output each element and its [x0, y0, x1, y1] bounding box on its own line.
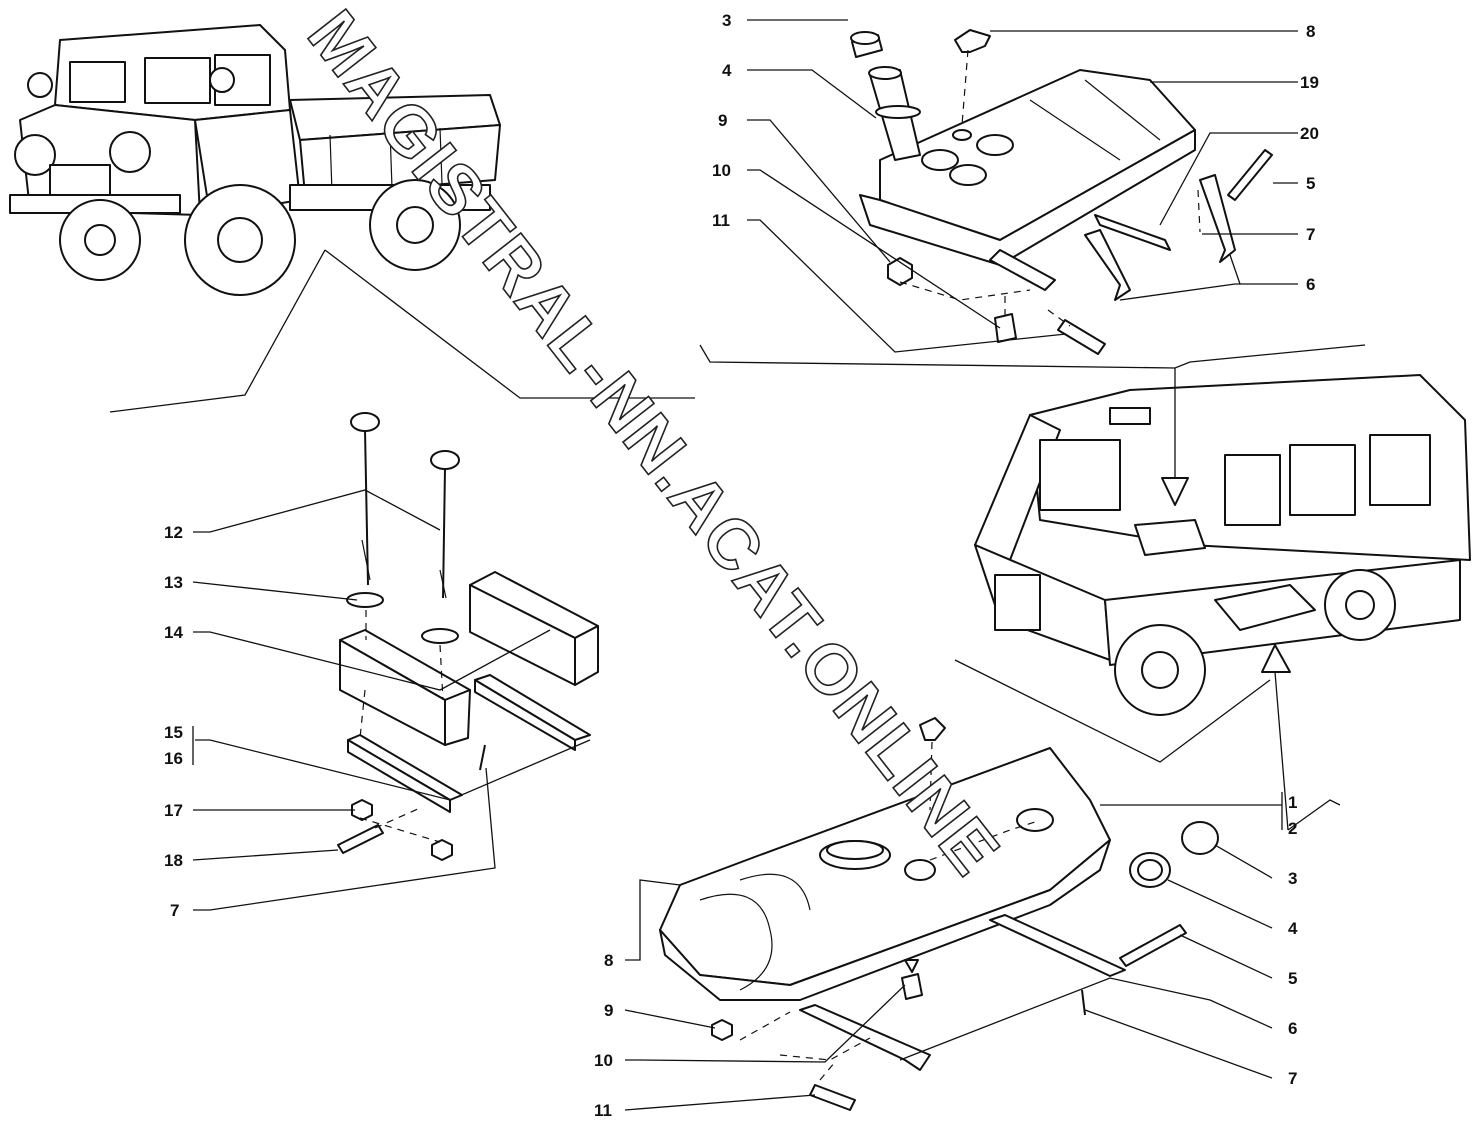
callout-bottom-8: 8 — [604, 951, 613, 970]
callout-left-17: 17 — [164, 801, 183, 820]
callout-bottom-6: 6 — [1288, 1019, 1297, 1038]
callout-top-8: 8 — [1306, 22, 1315, 41]
van-illustration — [974, 374, 1471, 716]
callout-top-3: 3 — [722, 11, 731, 30]
callout-bottom-1: 1 — [1288, 793, 1297, 812]
callout-bottom-7: 7 — [1288, 1069, 1297, 1088]
bottom-fuel-tank — [659, 717, 1219, 1111]
callout-top-5: 5 — [1306, 174, 1315, 193]
callout-bottom-3: 3 — [1288, 869, 1297, 888]
callout-left-13: 13 — [164, 573, 183, 592]
callout-bottom-11: 11 — [594, 1101, 612, 1120]
top-fuel-tank — [850, 29, 1273, 355]
callout-top-7: 7 — [1306, 225, 1315, 244]
callout-bottom-5: 5 — [1288, 969, 1297, 988]
callout-top-6: 6 — [1306, 275, 1315, 294]
callout-bottom-4: 4 — [1288, 919, 1298, 938]
callout-bottom-2: 2 — [1288, 819, 1297, 838]
callout-left-18: 18 — [164, 851, 183, 870]
callout-top-4: 4 — [722, 61, 732, 80]
callout-top-20: 20 — [1300, 124, 1319, 143]
callout-left-16: 16 — [164, 749, 183, 768]
callout-top-10: 10 — [712, 161, 731, 180]
callout-top-11: 11 — [712, 211, 730, 230]
callout-left-12: 12 — [164, 523, 183, 542]
callout-top-19: 19 — [1300, 73, 1319, 92]
callout-left-7: 7 — [170, 901, 179, 920]
callout-labels: 3 4 9 10 11 8 19 20 5 7 6 12 13 14 15 16… — [164, 11, 1319, 1120]
callout-bottom-10: 10 — [594, 1051, 613, 1070]
callout-top-9: 9 — [718, 111, 727, 130]
battery-mount-assembly — [337, 412, 599, 861]
truck-illustration — [9, 24, 501, 296]
callout-left-15: 15 — [164, 723, 183, 742]
callout-bottom-9: 9 — [604, 1001, 613, 1020]
callout-left-14: 14 — [164, 623, 183, 642]
